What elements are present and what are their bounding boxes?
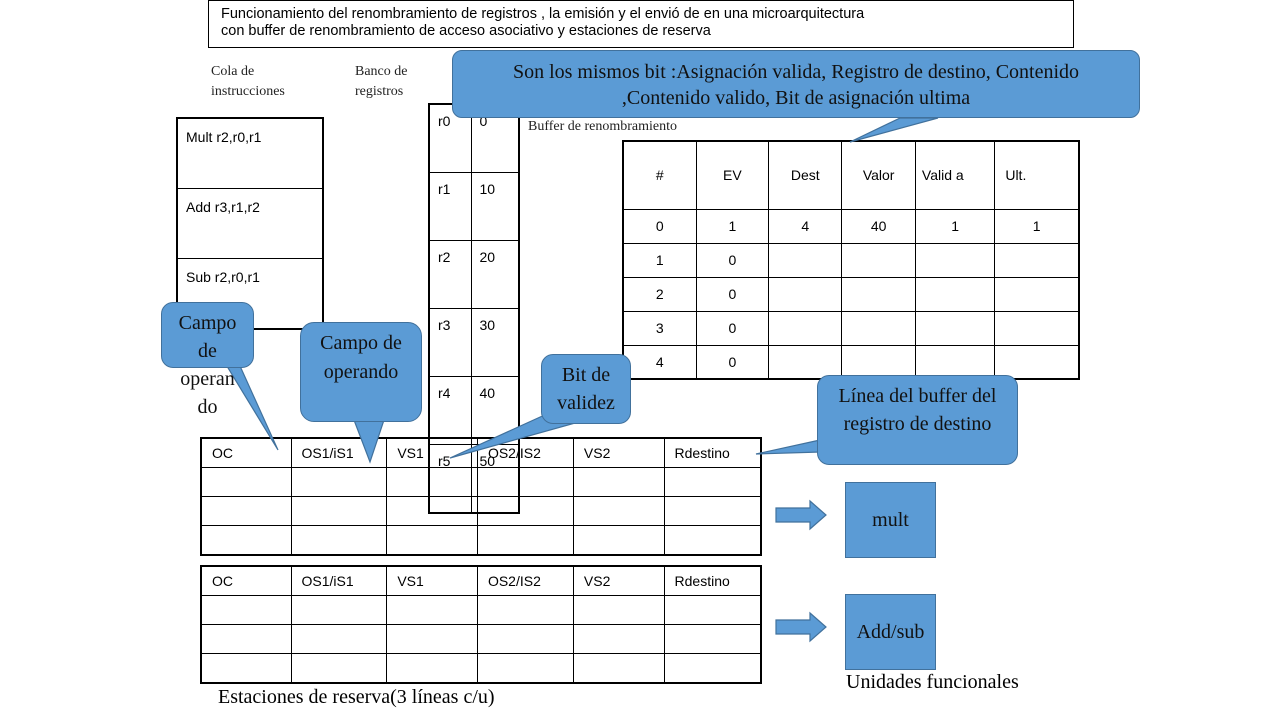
register-value: 20	[470, 240, 520, 309]
table-cell	[768, 344, 843, 380]
list-item: Add r3,r1,r2	[176, 188, 324, 259]
table-header-row: OC OS1/iS1 VS1 OS2/IS2 VS2 Rdestino	[200, 565, 762, 596]
table-row	[200, 624, 762, 654]
callout-linea-buffer: Línea del buffer del registro de destino	[817, 375, 1018, 465]
table-cell: 4	[622, 344, 697, 380]
table-row: 3 0	[622, 310, 1080, 346]
table-cell	[994, 344, 1080, 380]
title-line-2: con buffer de renombramiento de acceso a…	[221, 23, 711, 39]
header-cell: Ult.	[994, 140, 1080, 210]
header-cell: Rdestino	[663, 437, 762, 468]
callout-tail	[353, 419, 385, 464]
table-cell: 1	[914, 208, 996, 244]
table-cell	[841, 344, 916, 380]
table-cell	[768, 310, 843, 346]
table-row	[200, 496, 762, 526]
register-name: r4	[428, 376, 472, 445]
arrow-right-icon	[775, 611, 827, 643]
header-cell: VS2	[572, 437, 665, 468]
table-cell: 40	[841, 208, 916, 244]
table-cell: 3	[622, 310, 697, 346]
table-cell	[841, 276, 916, 312]
register-value: 30	[470, 308, 520, 377]
register-bank-label: Banco de registros	[355, 64, 408, 99]
table-row: 2 0	[622, 276, 1080, 312]
table-row	[200, 525, 762, 556]
callout-tail	[755, 439, 821, 455]
mult-unit: mult	[845, 482, 936, 558]
header-cell: OS2/IS2	[476, 565, 574, 596]
slide-title: Funcionamiento del renombramiento de reg…	[208, 0, 1074, 48]
addsub-unit: Add/sub	[845, 594, 936, 670]
table-row: 0 1 4 40 1 1	[622, 208, 1080, 244]
instruction-cell: Mult r2,r0,r1	[176, 117, 324, 189]
reservation-station-mult: OC OS1/iS1 VS1 OS2/IS2 VS2 Rdestino	[200, 437, 762, 556]
header-cell: Dest	[768, 140, 843, 210]
table-cell	[914, 310, 996, 346]
instruction-cell: Add r3,r1,r2	[176, 188, 324, 259]
table-cell: 0	[695, 344, 770, 380]
title-line-1: Funcionamiento del renombramiento de reg…	[221, 6, 865, 22]
table-cell: 0	[622, 208, 697, 244]
table-cell: 1	[994, 208, 1080, 244]
table-row: 1 0	[622, 242, 1080, 278]
table-cell	[994, 276, 1080, 312]
table-row	[200, 467, 762, 497]
register-name: r2	[428, 240, 472, 309]
callout-campo-operando-1: Campo de operan do	[161, 302, 254, 418]
header-cell: Rdestino	[663, 565, 762, 596]
mult-unit-label: mult	[872, 508, 909, 531]
header-cell: OS1/iS1	[290, 565, 388, 596]
rename-buffer-label: Buffer de renombramiento	[528, 119, 678, 134]
table-row	[200, 595, 762, 625]
table-cell: 4	[768, 208, 843, 244]
table-cell	[768, 276, 843, 312]
header-cell: OC	[200, 565, 292, 596]
rename-buffer-table: # EV Dest Valor Valid a Ult. 0 1 4 40 1 …	[622, 140, 1080, 380]
addsub-unit-label: Add/sub	[856, 620, 925, 643]
callout-bit-validez: Bit de validez	[541, 354, 631, 424]
reservation-station-addsub: OC OS1/iS1 VS1 OS2/IS2 VS2 Rdestino	[200, 565, 762, 684]
callout-tail	[849, 117, 939, 143]
register-name: r3	[428, 308, 472, 377]
table-row	[200, 653, 762, 684]
reservation-stations-label: Estaciones de reserva(3 líneas c/u)	[218, 686, 495, 708]
table-cell: 0	[695, 276, 770, 312]
table-cell	[994, 242, 1080, 278]
header-cell: EV	[695, 140, 770, 210]
table-row: 4 0	[622, 344, 1080, 380]
callout-campo-operando-2: Campo de operando	[300, 322, 422, 422]
callout-same-bits: Son los mismos bit :Asignación valida, R…	[452, 50, 1140, 118]
header-cell: OC	[200, 437, 292, 468]
table-cell	[914, 276, 996, 312]
instruction-queue-label: Cola de instrucciones	[211, 64, 285, 99]
arrow-right-icon	[775, 499, 827, 531]
header-cell: OS2/IS2	[476, 437, 574, 468]
table-cell	[914, 242, 996, 278]
register-value: 10	[470, 172, 520, 241]
header-cell: VS1	[386, 565, 478, 596]
functional-units-label: Unidades funcionales	[846, 671, 1019, 693]
table-cell: 1	[622, 242, 697, 278]
list-item: Mult r2,r0,r1	[176, 117, 324, 189]
